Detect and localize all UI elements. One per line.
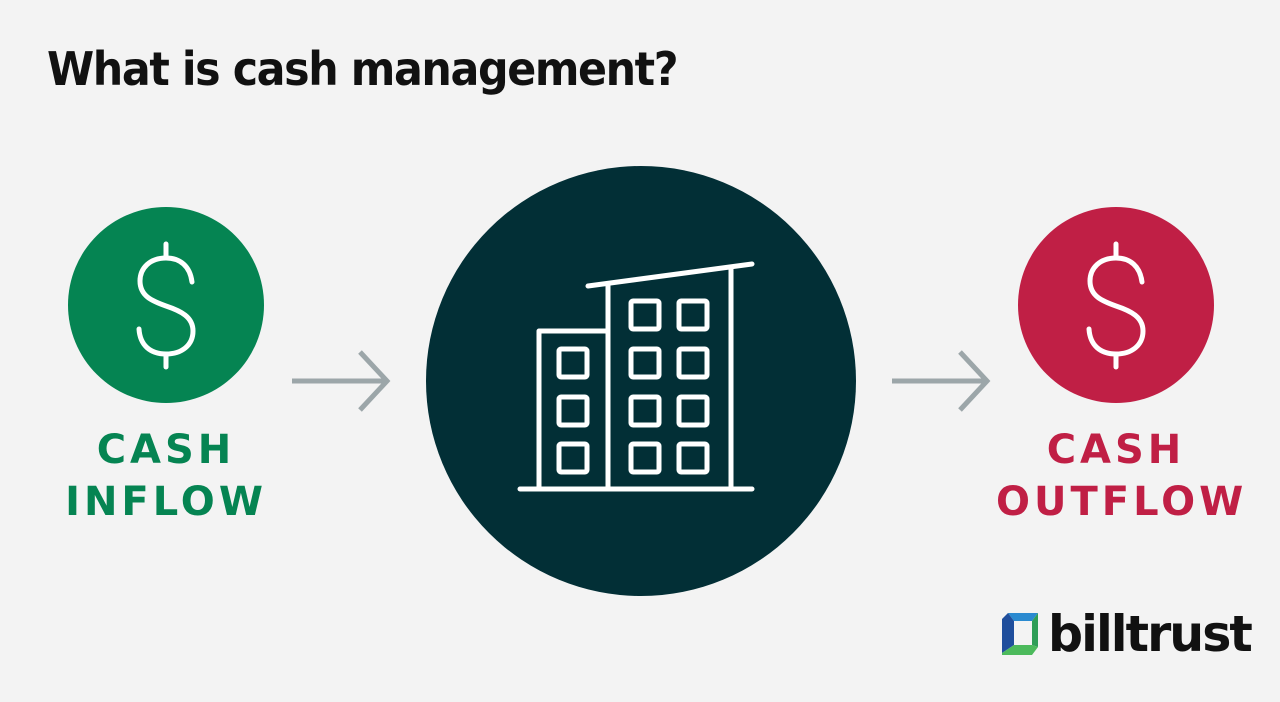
brand-name: billtrust (1048, 605, 1253, 663)
cash-outflow-label-line2: OUTFLOW (996, 479, 1248, 525)
page-title: What is cash management? (47, 42, 679, 96)
arrow-right-icon (892, 350, 991, 412)
office-building-icon (517, 261, 755, 492)
cash-outflow-label-line1: CASH (1046, 427, 1186, 473)
cash-inflow-label: CASH INFLOW (46, 424, 286, 528)
business-node (426, 166, 856, 596)
cash-inflow-label-line2: INFLOW (65, 479, 267, 525)
cash-inflow-label-line1: CASH (96, 427, 236, 473)
cash-outflow-label: CASH OUTFLOW (996, 424, 1248, 528)
dollar-sign-icon (136, 241, 196, 370)
dollar-sign-icon (1086, 241, 1146, 370)
arrow-right-icon (292, 350, 391, 412)
billtrust-logo-icon (1002, 613, 1038, 655)
cash-inflow-node (68, 207, 264, 403)
cash-outflow-node (1018, 207, 1214, 403)
billtrust-logo: billtrust (1002, 606, 1255, 662)
